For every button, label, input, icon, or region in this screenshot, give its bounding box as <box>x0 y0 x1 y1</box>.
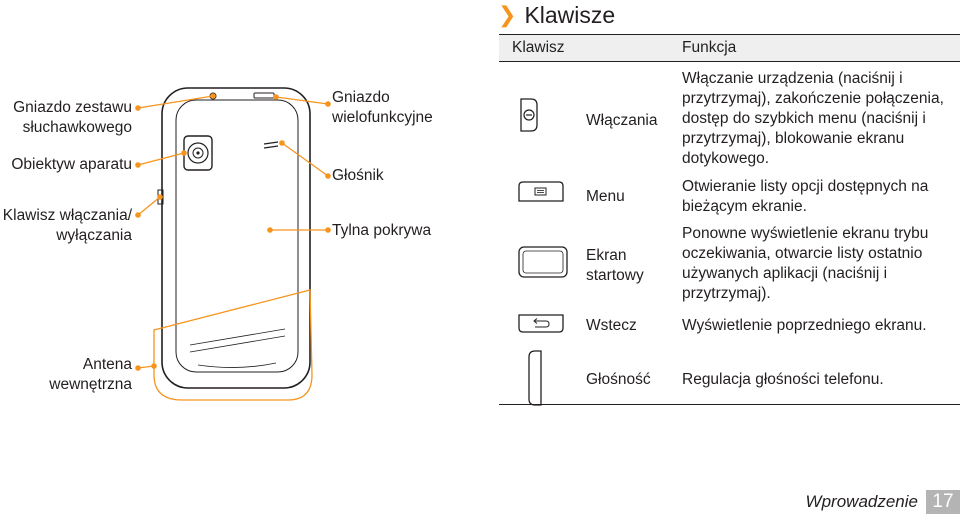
table-header: Klawisz Funkcja <box>499 34 960 62</box>
key-description: Wyświetlenie poprzedniego ekranu. <box>682 317 927 334</box>
key-name: Wstecz <box>586 317 637 334</box>
section-title-text: Klawisze <box>524 1 616 28</box>
camera-lens-icon <box>187 142 209 164</box>
table-row: Głośność Regulacja głośności telefonu. <box>499 348 960 406</box>
camera-lens-center <box>196 151 200 155</box>
section-title: ❯ Klawisze <box>498 0 615 30</box>
power-key-icon <box>520 98 538 132</box>
page-number: 17 <box>926 489 960 514</box>
chevron-right-icon: ❯ <box>498 2 517 27</box>
column-header-key: Klawisz <box>512 39 565 56</box>
phone-back-cover <box>175 99 299 373</box>
back-key-icon <box>518 314 564 333</box>
label-antenna: Antena wewnętrzna <box>49 356 132 393</box>
chapter-name: Wprowadzenie <box>805 491 918 511</box>
keys-table: Klawisz Funkcja Włączania Włączanie urzą… <box>499 34 960 406</box>
page-footer: Wprowadzenie 17 <box>806 488 960 515</box>
home-key-icon <box>518 246 568 278</box>
label-power-key: Klawisz włączania/ wyłączania <box>2 207 132 244</box>
key-name: Włączania <box>586 112 658 129</box>
label-back-cover: Tylna pokrywa <box>332 222 432 239</box>
key-name: Głośność <box>586 371 651 388</box>
table-row: Wstecz Wyświetlenie poprzedniego ekranu. <box>499 314 960 344</box>
label-multi-jack: Gniazdo wielofunkcyjne <box>332 89 433 126</box>
leader-lines <box>137 95 329 369</box>
table-bottom-border <box>499 404 960 405</box>
key-description: Regulacja głośności telefonu. <box>682 371 884 388</box>
phone-body-outline <box>161 87 311 389</box>
volume-key-icon <box>528 350 542 406</box>
antenna-region <box>153 289 313 401</box>
column-header-function: Funkcja <box>682 39 737 56</box>
key-description: Otwieranie listy opcji dostępnych na bie… <box>682 178 929 215</box>
label-camera-lens: Obiektyw aparatu <box>11 156 132 173</box>
key-description: Włączanie urządzenia (naciśnij i przytrz… <box>682 70 944 167</box>
key-name: Ekran startowy <box>586 247 644 284</box>
cover-lines <box>189 328 286 353</box>
cover-curve <box>197 362 277 368</box>
label-headset-jack: Gniazdo zestawu słuchawkowego <box>13 99 132 136</box>
menu-key-icon <box>518 181 564 202</box>
table-row: Włączania Włączanie urządzenia (naciśnij… <box>499 69 960 184</box>
label-speaker: Głośnik <box>332 167 384 184</box>
leader-dots <box>135 93 331 371</box>
table-row: Ekran startowy Ponowne wyświetlenie ekra… <box>499 224 960 312</box>
key-description: Ponowne wyświetlenie ekranu trybu oczeki… <box>682 225 929 302</box>
speaker-grille <box>263 141 279 149</box>
phone-back-illustration <box>135 87 331 401</box>
key-name: Menu <box>586 188 625 205</box>
table-row: Menu Otwieranie listy opcji dostępnych n… <box>499 177 960 225</box>
camera-lens-inner <box>192 147 204 159</box>
